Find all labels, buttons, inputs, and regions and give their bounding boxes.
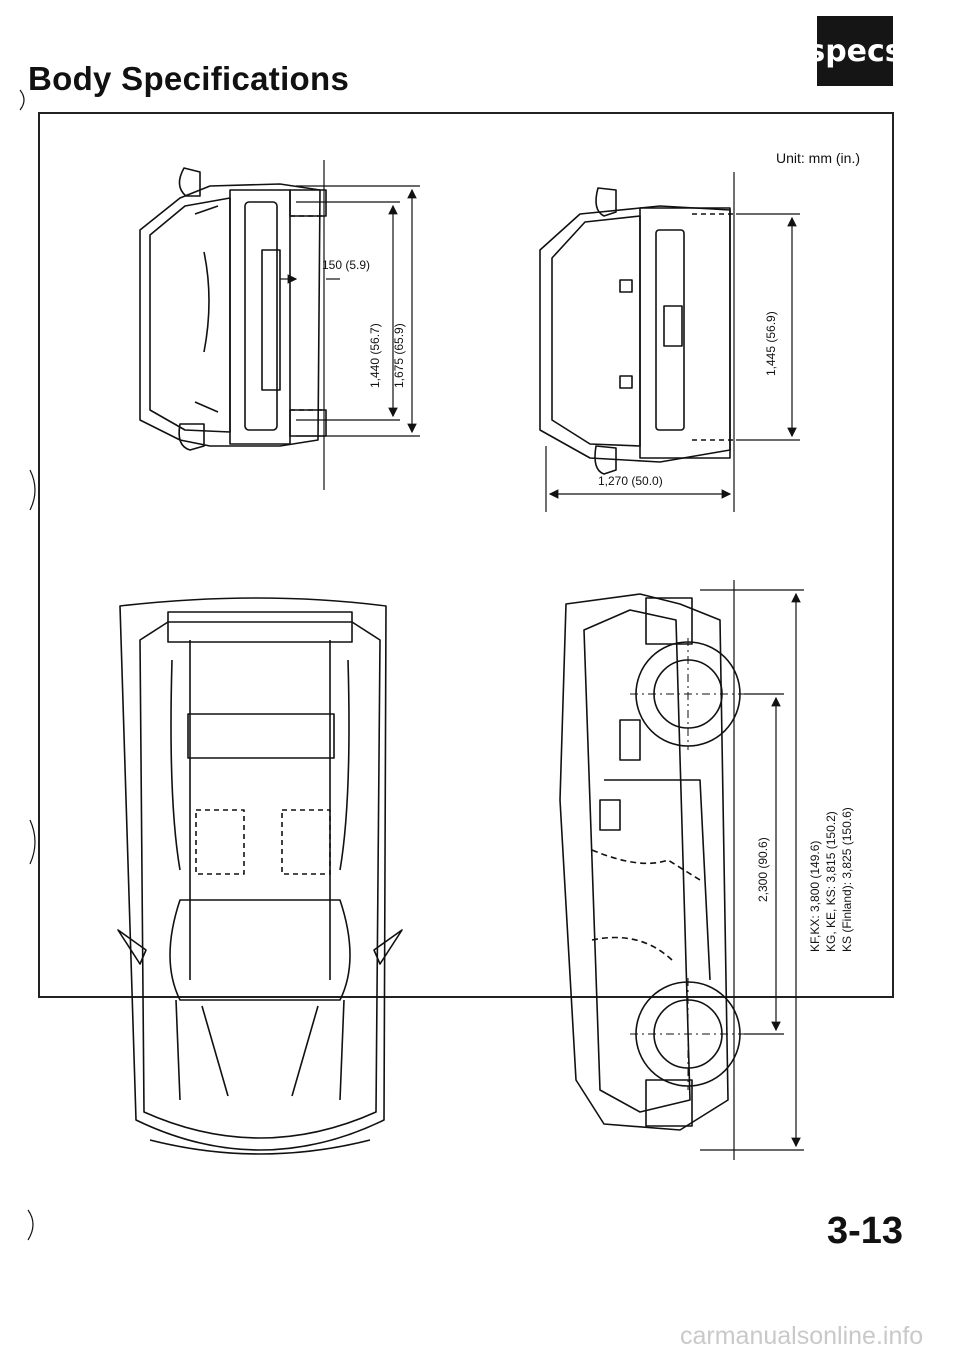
rear-view-drawing (539, 187, 734, 475)
page-number: 3-13 (827, 1210, 904, 1252)
rear-height-label: 1,445 (56.9) (764, 311, 778, 376)
rear-dimensions (545, 172, 800, 512)
front-dimensions (280, 160, 420, 490)
length-label-kf: KF,KX: 3,800 (149.6) (808, 840, 822, 952)
page-title: Body Specifications (28, 60, 350, 97)
watermark: carmanualsonline.info (680, 1322, 924, 1350)
diagram-frame (38, 112, 894, 998)
specs-badge: specs (807, 16, 903, 86)
length-label-kg: KG, KE, KS: 3,815 (150.2) (824, 811, 838, 952)
front-height-label-1: 1,440 (56.7) (368, 323, 382, 388)
rear-track-label: 1,270 (50.0) (598, 474, 663, 488)
side-dimensions (700, 580, 804, 1160)
wheel-centerlines (630, 638, 744, 1090)
top-view-drawing (117, 597, 403, 1155)
length-label-ks: KS (Finland): 3,825 (150.6) (840, 807, 854, 952)
front-view-drawing (139, 167, 327, 451)
front-height-label-2: 1,675 (65.9) (392, 323, 406, 388)
side-view-drawing (559, 593, 741, 1131)
unit-note: Unit: mm (in.) (776, 150, 860, 166)
wheelbase-label: 2,300 (90.6) (756, 837, 770, 902)
binder-marks (19, 89, 36, 1241)
front-offset-label: 150 (5.9) (322, 258, 371, 272)
